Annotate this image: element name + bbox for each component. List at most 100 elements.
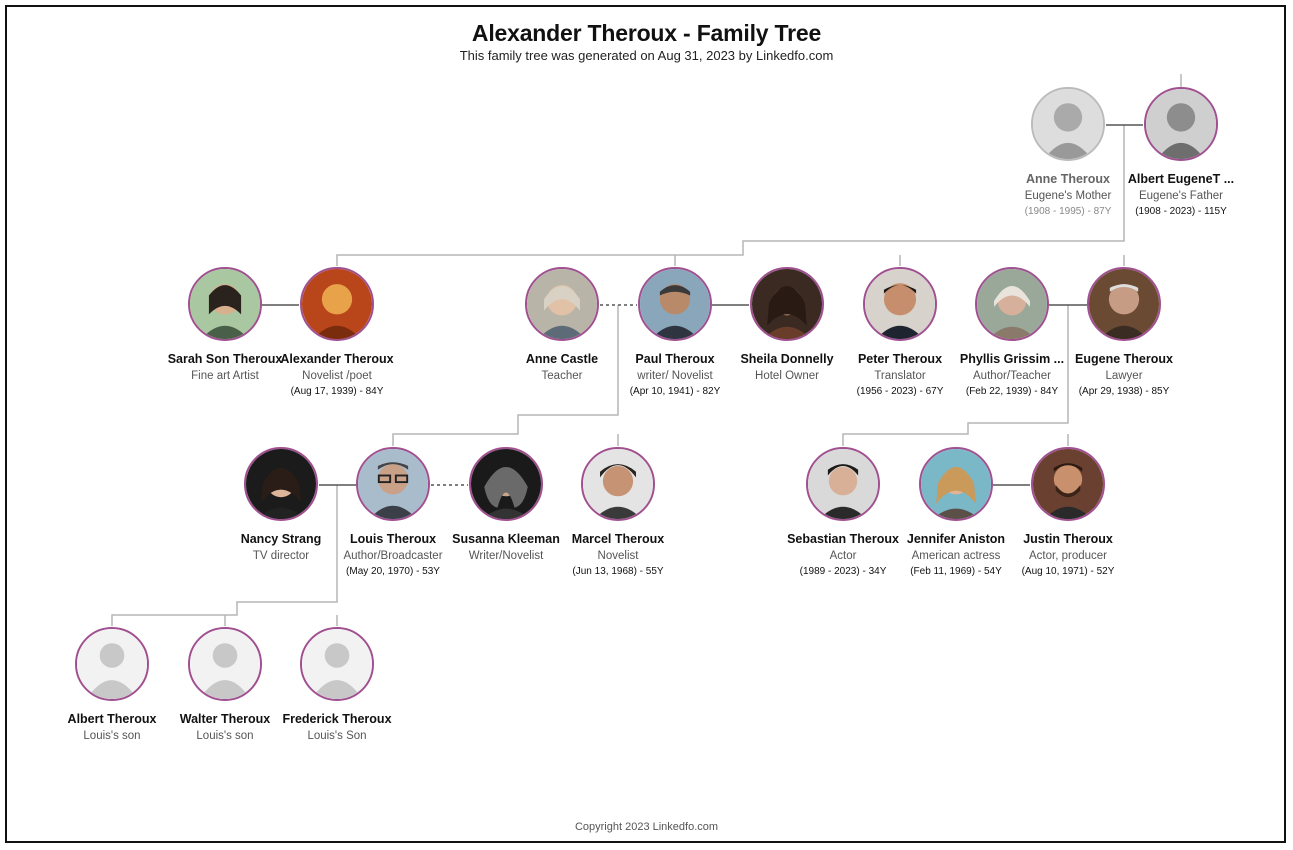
person-card[interactable]: Anne Castle Teacher: [502, 267, 622, 382]
person-name: Jennifer Aniston: [906, 532, 1006, 546]
person-name: Frederick Theroux: [282, 712, 392, 726]
person-card[interactable]: Alexander Theroux Novelist /poet (Aug 17…: [277, 267, 397, 397]
person-dates: (1908 - 1995) - 87Y: [1024, 206, 1112, 217]
person-name: Nancy Strang: [240, 532, 322, 546]
person-card[interactable]: Sarah Son Theroux Fine art Artist: [165, 267, 285, 382]
person-role: Louis's son: [196, 730, 254, 742]
person-card[interactable]: Jennifer Aniston American actress (Feb 1…: [896, 447, 1016, 577]
person-role: Author/Teacher: [973, 370, 1051, 382]
woman-photo: [919, 447, 993, 521]
person-card[interactable]: Anne Theroux Eugene's Mother (1908 - 199…: [1008, 87, 1128, 217]
person-dates: (Apr 10, 1941) - 82Y: [629, 386, 721, 397]
default-avatar-icon: [75, 627, 149, 701]
person-role: Louis's son: [83, 730, 141, 742]
person-card[interactable]: Paul Theroux writer/ Novelist (Apr 10, 1…: [615, 267, 735, 397]
person-card[interactable]: Phyllis Grissim ... Author/Teacher (Feb …: [952, 267, 1072, 397]
woman-photo: [750, 267, 824, 341]
page-title: Alexander Theroux - Family Tree: [471, 20, 822, 46]
person-name: Peter Theroux: [857, 352, 943, 366]
man-photo: [638, 267, 712, 341]
elderly-woman-photo: [1031, 87, 1105, 161]
paul-children-line: [392, 305, 619, 446]
person-name: Anne Theroux: [1025, 172, 1111, 186]
person-card[interactable]: Susanna Kleeman Writer/Novelist: [446, 447, 566, 562]
man-photo: [863, 267, 937, 341]
person-role: Novelist /poet: [302, 370, 372, 382]
person-role: Actor: [829, 550, 857, 562]
person-role: Louis's Son: [307, 730, 367, 742]
person-card[interactable]: Albert Theroux Louis's son: [52, 627, 172, 742]
person-name: Anne Castle: [525, 352, 599, 366]
person-card[interactable]: Frederick Theroux Louis's Son: [277, 627, 397, 742]
person-card[interactable]: Eugene Theroux Lawyer (Apr 29, 1938) - 8…: [1064, 267, 1184, 397]
person-name: Marcel Theroux: [571, 532, 665, 546]
person-dates: (Jun 13, 1968) - 55Y: [572, 566, 664, 577]
person-card[interactable]: Peter Theroux Translator (1956 - 2023) -…: [840, 267, 960, 397]
person-name: Paul Theroux: [635, 352, 715, 366]
person-name: Phyllis Grissim ...: [959, 352, 1065, 366]
person-role: Eugene's Father: [1138, 190, 1224, 202]
man-photo: [356, 447, 430, 521]
person-role: Author/Broadcaster: [343, 550, 443, 562]
person-role: Teacher: [541, 370, 583, 382]
person-name: Sarah Son Theroux: [167, 352, 283, 366]
page-subtitle: This family tree was generated on Aug 31…: [459, 48, 834, 63]
man-photo: [806, 447, 880, 521]
person-card[interactable]: Marcel Theroux Novelist (Jun 13, 1968) -…: [558, 447, 678, 577]
person-role: writer/ Novelist: [637, 370, 713, 382]
diagram-frame: [5, 5, 1286, 843]
person-card[interactable]: Justin Theroux Actor, producer (Aug 10, …: [1008, 447, 1128, 577]
person-role: Eugene's Mother: [1024, 190, 1112, 202]
person-dates: (Apr 29, 1938) - 85Y: [1078, 386, 1170, 397]
elderly-man-photo: [1087, 267, 1161, 341]
person-dates: (May 20, 1970) - 53Y: [346, 566, 440, 577]
parents-children-line: [336, 125, 1125, 266]
footer-copyright: Copyright 2023 Linkedfo.com: [574, 821, 719, 833]
eugene-children-line: [842, 305, 1069, 446]
person-name: Sebastian Theroux: [787, 532, 899, 546]
person-card[interactable]: Albert EugeneT ... Eugene's Father (1908…: [1121, 87, 1241, 217]
person-name: Eugene Theroux: [1075, 352, 1173, 366]
person-role: TV director: [252, 550, 310, 562]
person-dates: (Feb 11, 1969) - 54Y: [910, 566, 1002, 577]
person-card[interactable]: Nancy Strang TV director: [221, 447, 341, 562]
person-role: Novelist: [597, 550, 639, 562]
person-dates: (1908 - 2023) - 115Y: [1135, 206, 1227, 217]
person-dates: (1989 - 2023) - 34Y: [799, 566, 887, 577]
person-role: Hotel Owner: [755, 370, 819, 382]
woman-photo: [469, 447, 543, 521]
person-name: Justin Theroux: [1023, 532, 1113, 546]
woman-photo: [244, 447, 318, 521]
person-role: Translator: [874, 370, 926, 382]
person-role: American actress: [911, 550, 1001, 562]
man-photo: [581, 447, 655, 521]
person-dates: (Feb 22, 1939) - 84Y: [965, 386, 1059, 397]
elderly-man-photo: [1144, 87, 1218, 161]
person-role: Lawyer: [1105, 370, 1143, 382]
person-role: Actor, producer: [1029, 550, 1107, 562]
person-role: Fine art Artist: [191, 370, 259, 382]
person-name: Sheila Donnelly: [740, 352, 834, 366]
person-card[interactable]: Walter Theroux Louis's son: [165, 627, 285, 742]
person-role: Writer/Novelist: [468, 550, 544, 562]
person-dates: (1956 - 2023) - 67Y: [856, 386, 944, 397]
default-avatar-icon: [188, 627, 262, 701]
person-name: Albert EugeneT ...: [1127, 172, 1235, 186]
person-card[interactable]: Sheila Donnelly Hotel Owner: [727, 267, 847, 382]
man-photo: [300, 267, 374, 341]
default-avatar-icon: [300, 627, 374, 701]
elderly-woman-photo: [975, 267, 1049, 341]
woman-photo: [188, 267, 262, 341]
person-name: Walter Theroux: [179, 712, 271, 726]
person-dates: (Aug 17, 1939) - 84Y: [290, 386, 384, 397]
louis-children-line: [111, 485, 338, 626]
person-name: Louis Theroux: [349, 532, 437, 546]
person-name: Albert Theroux: [67, 712, 157, 726]
person-name: Susanna Kleeman: [452, 532, 560, 546]
person-dates: (Aug 10, 1971) - 52Y: [1021, 566, 1115, 577]
woman-photo: [525, 267, 599, 341]
person-card[interactable]: Sebastian Theroux Actor (1989 - 2023) - …: [783, 447, 903, 577]
person-card[interactable]: Louis Theroux Author/Broadcaster (May 20…: [333, 447, 453, 577]
man-photo: [1031, 447, 1105, 521]
